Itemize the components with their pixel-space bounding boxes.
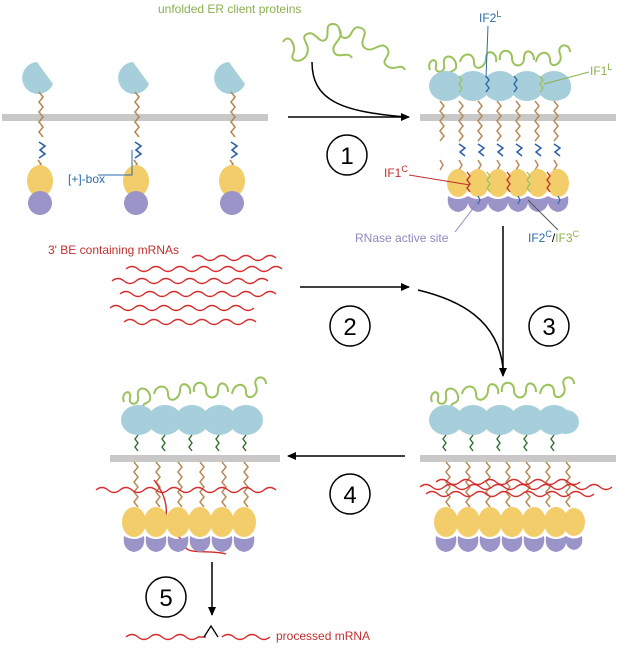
step-5-number: 5 xyxy=(159,585,172,612)
lumenal-domain xyxy=(202,405,236,435)
ire1-monomer xyxy=(22,62,53,215)
kinase-domain xyxy=(166,507,190,537)
er-membrane xyxy=(2,114,268,121)
lumenal-domain xyxy=(553,410,579,434)
kinase-domain xyxy=(478,507,502,537)
linker xyxy=(229,91,237,138)
step-1-circle xyxy=(326,134,368,176)
linker xyxy=(37,91,45,138)
lumenal-domain xyxy=(510,405,544,435)
lumenal-domain xyxy=(456,405,490,435)
monomer-panel: [+]-box xyxy=(2,62,268,215)
kinase-domain xyxy=(456,507,480,537)
plus-box-pointer xyxy=(98,150,133,176)
lumenal-domain xyxy=(429,405,463,435)
kinase-domain xyxy=(232,507,256,537)
er-membrane xyxy=(110,455,280,462)
kinase-domain xyxy=(188,507,212,537)
rnase-active-site-label: RNase active site xyxy=(355,231,449,245)
step-5-circle xyxy=(145,576,187,618)
rnase-domain xyxy=(28,191,52,215)
if1c-label: IF1C xyxy=(384,164,408,180)
kinase-domain xyxy=(527,169,549,197)
rnase-domain xyxy=(233,536,255,552)
processed-mrna-label: processed mRNA xyxy=(276,629,370,643)
rnase-domain xyxy=(145,536,167,552)
ire1-monomer xyxy=(214,62,245,215)
rnase-domain xyxy=(124,191,148,215)
kinase-domain xyxy=(500,507,524,537)
lumenal-domain xyxy=(121,405,155,435)
lumenal-domain xyxy=(175,405,209,435)
step-1-number: 1 xyxy=(340,143,353,170)
kinase-domain xyxy=(27,165,53,197)
kinase-domain xyxy=(547,169,569,197)
rnase-domain xyxy=(479,536,501,552)
rnase-domain xyxy=(220,191,244,215)
if2l-label: IF2L xyxy=(479,9,501,25)
rnase-domain xyxy=(167,536,189,552)
unfolded-client-proteins: unfolded ER client proteins xyxy=(158,2,406,71)
step-4-circle xyxy=(329,473,371,515)
step-4-number: 4 xyxy=(343,482,356,509)
kinase-domain xyxy=(522,507,546,537)
arrow-step-3-curve xyxy=(417,289,504,369)
lumenal-domain xyxy=(483,405,517,435)
lumenal-domain xyxy=(456,71,490,101)
if1l-label: IF1L xyxy=(590,62,612,78)
cleavage-panel xyxy=(95,376,280,555)
lumenal-domain xyxy=(510,71,544,101)
step-3-number: 3 xyxy=(542,314,555,341)
lumenal-domain xyxy=(545,76,571,100)
kinase-domain xyxy=(210,507,234,537)
unfolded-proteins-label: unfolded ER client proteins xyxy=(158,2,301,16)
processed-mrna: processed mRNA xyxy=(125,624,370,643)
lumenal-domain xyxy=(148,405,182,435)
oligomer-panel: IF2L IF1L xyxy=(355,9,616,245)
mrna-group: 3' BE containing mRNAs xyxy=(48,243,283,326)
er-membrane xyxy=(420,455,616,462)
step-2-number: 2 xyxy=(343,314,356,341)
step-2-circle xyxy=(329,305,371,347)
lumenal-domain xyxy=(483,71,517,101)
kinase-domain xyxy=(507,169,529,197)
mrnas-label: 3' BE containing mRNAs xyxy=(48,243,179,257)
kinase-domain xyxy=(219,165,245,197)
step-3-circle xyxy=(528,305,570,347)
kinase-domain xyxy=(122,507,146,537)
rnase-domain xyxy=(527,196,549,212)
rnase-domain xyxy=(189,536,211,552)
rnase-domain xyxy=(211,536,233,552)
rnase-domain xyxy=(435,536,457,552)
ire1-monomer xyxy=(118,62,149,215)
rnase-domain xyxy=(523,536,545,552)
plus-box-label: [+]-box xyxy=(68,172,105,186)
kinase-domain xyxy=(434,507,458,537)
rnase-domain xyxy=(447,196,469,212)
kinase-domain xyxy=(467,169,489,197)
kinase-domain xyxy=(544,507,568,537)
mrna-bound-panel xyxy=(419,376,616,552)
kinase-domain xyxy=(144,507,168,537)
if2c-if3c-label: IF2C/IF3C xyxy=(528,229,580,245)
linker xyxy=(133,91,141,138)
rnase-domain xyxy=(123,536,145,552)
kinase-domain xyxy=(123,165,149,197)
rnase-domain xyxy=(565,536,583,550)
lumenal-domain xyxy=(429,71,463,101)
kinase-domain xyxy=(487,169,509,197)
arrow-step-1-curve xyxy=(311,61,409,118)
rnase-domain xyxy=(487,196,509,212)
lumenal-domain xyxy=(229,405,263,435)
rnase-domain xyxy=(501,536,523,552)
kinase-domain xyxy=(563,508,585,536)
rnase-domain xyxy=(545,536,567,552)
rnase-domain xyxy=(457,536,479,552)
